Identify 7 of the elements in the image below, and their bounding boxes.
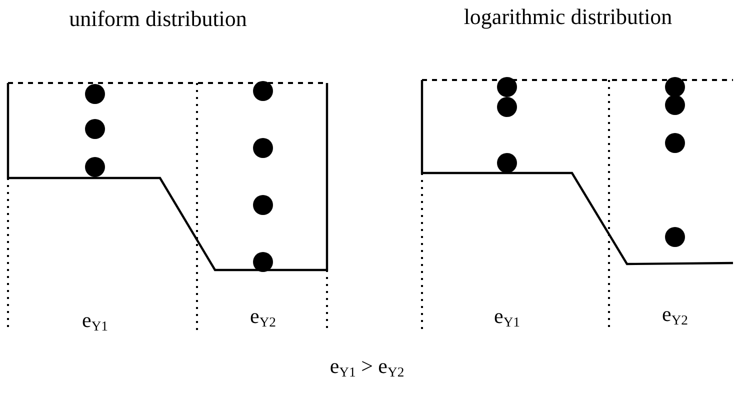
heading: uniform distribution [69,8,247,30]
heading: logarithmic distribution [464,6,672,28]
region-label: e$_{Y2}$ [250,306,276,330]
region-label: e$_{Y2}$ [662,304,688,328]
region-label: e$_{Y1}$ [494,306,520,330]
region-label: e$_{Y1}$ [82,310,108,334]
caption: e$_{Y1}$ > e$_{Y2}$ [330,356,404,380]
